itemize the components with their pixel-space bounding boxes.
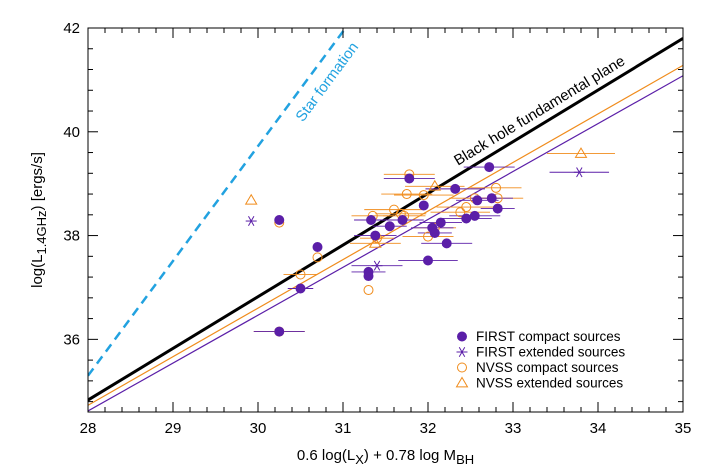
first-compact-point [435, 217, 446, 228]
nvss-compact-point [455, 207, 466, 218]
first-compact-point [274, 326, 285, 337]
legend-nvss-extended: NVSS extended sources [455, 376, 623, 391]
first-compact-point [469, 210, 480, 221]
nvss-compact-point [401, 189, 412, 200]
legend-nvss-compact: NVSS compact sources [457, 360, 619, 375]
nvss-extended-point [368, 236, 382, 248]
legend-label: FIRST compact sources [476, 329, 621, 344]
x-tick-label: 29 [165, 420, 182, 437]
legend-first-extended: FIRST extended sources [456, 345, 625, 360]
asterisk-stroke [373, 260, 381, 271]
star-formation-annotation: Star formation [292, 39, 362, 125]
legend-first-compact: FIRST compact sources [457, 329, 621, 344]
y-tick-label: 38 [63, 228, 80, 245]
nvss-extended-point [244, 193, 258, 205]
nvss-compact-point [491, 182, 501, 193]
first-compact-point [461, 213, 472, 224]
nvss-compact-point [295, 269, 306, 280]
fundamental-plane-annotation: Black hole fundamental plane [451, 53, 628, 170]
first-compact-point [404, 173, 415, 184]
x-tick-label: 35 [675, 420, 692, 437]
nvss-extended-point [574, 147, 588, 158]
first-compact-point [295, 283, 306, 294]
legend-label: NVSS compact sources [476, 360, 619, 375]
first-compact-point [397, 215, 408, 225]
nvss-extended-point [428, 179, 442, 191]
first-compact-point [486, 193, 497, 204]
x-tick-label: 28 [80, 420, 97, 437]
first-compact-point [484, 162, 495, 173]
first-compact-point [384, 221, 395, 232]
x-tick-label: 31 [335, 420, 352, 437]
legend-marker [457, 331, 467, 342]
x-tick-label: 32 [420, 420, 437, 437]
first-compact-point [370, 230, 381, 241]
data-points [244, 147, 588, 337]
first-compact-point [472, 195, 483, 206]
error-bars [253, 153, 615, 333]
first-compact-point [441, 238, 452, 249]
asterisk-stroke [458, 346, 466, 358]
first-extended-point [371, 260, 383, 271]
nvss-compact-point [312, 252, 323, 263]
first-compact-point [423, 255, 433, 266]
first-compact-point [418, 200, 429, 211]
fundamental-plane-line [88, 37, 683, 402]
y-tick-label: 36 [63, 331, 80, 348]
star-formation-line [88, 28, 347, 377]
nvss-compact-point [418, 190, 429, 201]
x-tick-label: 33 [505, 420, 522, 437]
x-tick-label: 30 [250, 420, 267, 437]
legend-label: FIRST extended sources [476, 345, 625, 360]
first-compact-point [312, 241, 323, 252]
nvss-compact-point [461, 202, 472, 213]
x-axis-label: 0.6 log(LX) + 0.78 log MBH [297, 447, 474, 467]
first-compact-point [429, 227, 440, 238]
y-tick-label: 42 [63, 20, 80, 37]
first-compact-point [274, 215, 285, 225]
axis-ticks: 28 29 30 31 32 33 34 35 36 38 40 42 [63, 20, 691, 437]
legend-label: NVSS extended sources [476, 376, 623, 391]
asterisk-stroke [248, 216, 255, 227]
first-compact-point [450, 183, 461, 194]
asterisk-stroke [576, 167, 583, 178]
first-compact-point [366, 215, 377, 225]
first-extended-point [245, 216, 257, 227]
y-axis-label: log(L1.4GHz) [ergs/s] [29, 152, 49, 288]
line-annotations: Star formation Black hole fundamental pl… [292, 39, 628, 169]
first-extended-point [573, 167, 585, 178]
first-compact-point [492, 203, 503, 214]
y-tick-label: 40 [63, 124, 80, 141]
nvss-compact-point [363, 285, 374, 296]
first-compact-point [363, 271, 374, 282]
legend-marker [457, 362, 467, 373]
plot-frame [87, 27, 684, 413]
x-tick-label: 34 [590, 420, 607, 437]
legend-marker [456, 346, 468, 358]
legend-marker [455, 376, 469, 388]
